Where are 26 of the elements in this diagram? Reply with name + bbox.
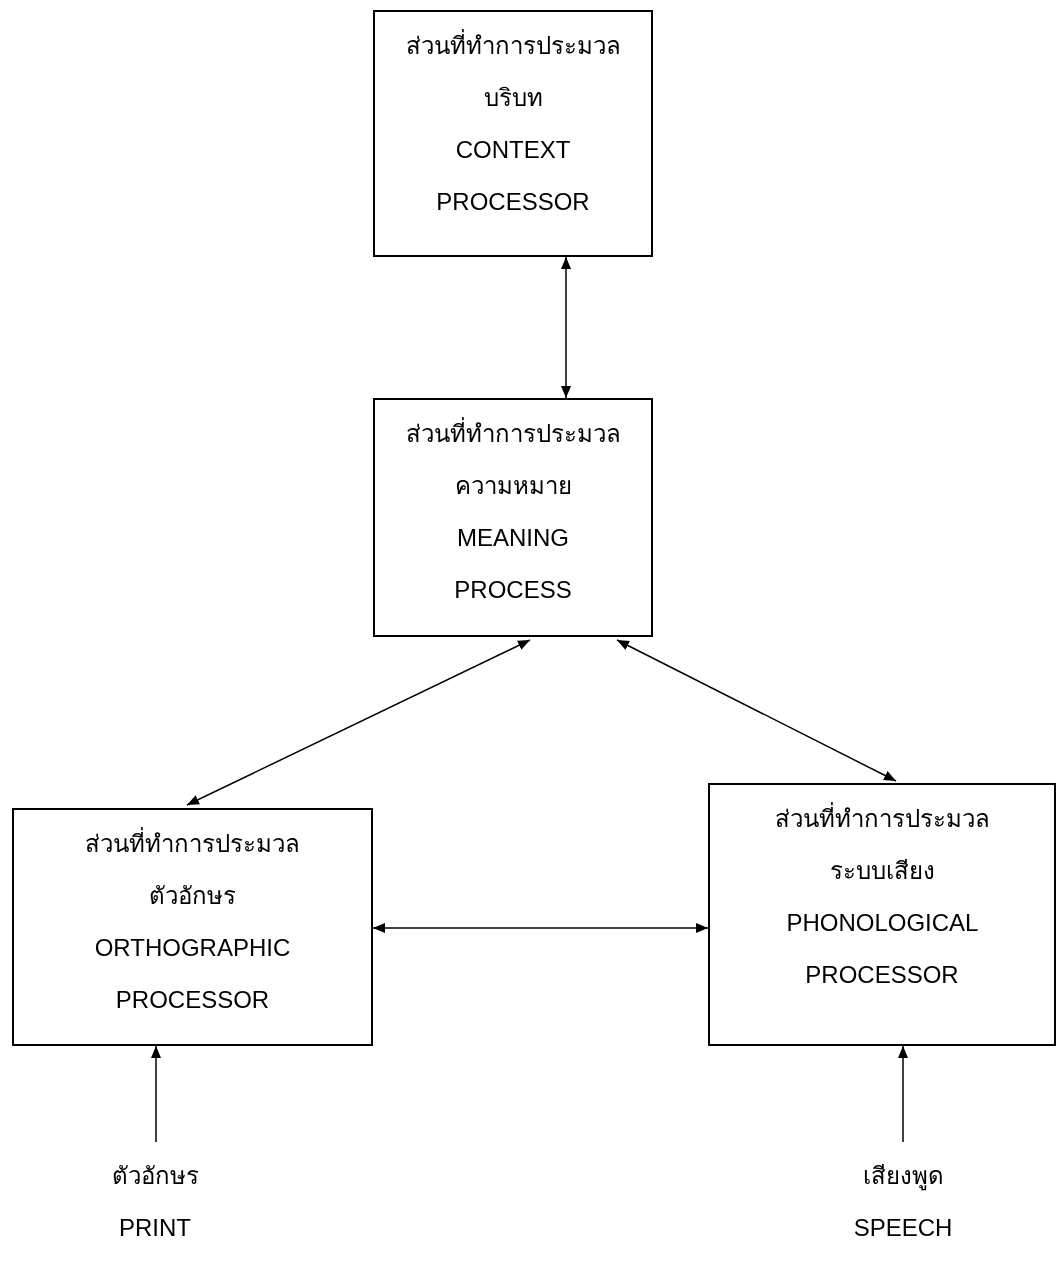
box-text: ตัวอักษร — [149, 881, 236, 911]
box-text: เสียงพูด — [862, 1161, 944, 1193]
box-text: ส่วนที่ทำการประมวล — [774, 793, 990, 845]
arrow — [898, 1045, 908, 1143]
process-box — [708, 783, 1056, 1046]
box-text: ตัวอักษร — [111, 1161, 199, 1191]
arrow — [616, 639, 897, 782]
box-text: SPEECH — [853, 1213, 953, 1243]
box-text: CONTEXT PROCESSOR — [436, 135, 590, 217]
box-text: ORTHOGRAPHIC PROCESSOR — [94, 933, 291, 1015]
box-text: MEANING PROCESS — [454, 523, 572, 605]
box-text: ส่วนที่ทำการประมวล — [405, 408, 621, 460]
process-box — [12, 808, 373, 1046]
arrow — [186, 639, 531, 806]
process-box — [373, 10, 653, 257]
box-text: ส่วนที่ทำการประมวล — [85, 818, 300, 870]
process-box — [373, 398, 653, 637]
arrow — [561, 256, 571, 399]
box-text: PHONOLOGICAL PROCESSOR — [786, 908, 978, 990]
arrow — [372, 923, 709, 933]
arrow — [151, 1045, 161, 1143]
box-text: บริบท — [483, 83, 543, 113]
box-text: ส่วนที่ทำการประมวล — [405, 20, 621, 72]
box-text: PRINT — [119, 1213, 191, 1243]
box-text: ระบบเสียง — [829, 856, 935, 886]
box-text: ความหมาย — [454, 471, 572, 501]
